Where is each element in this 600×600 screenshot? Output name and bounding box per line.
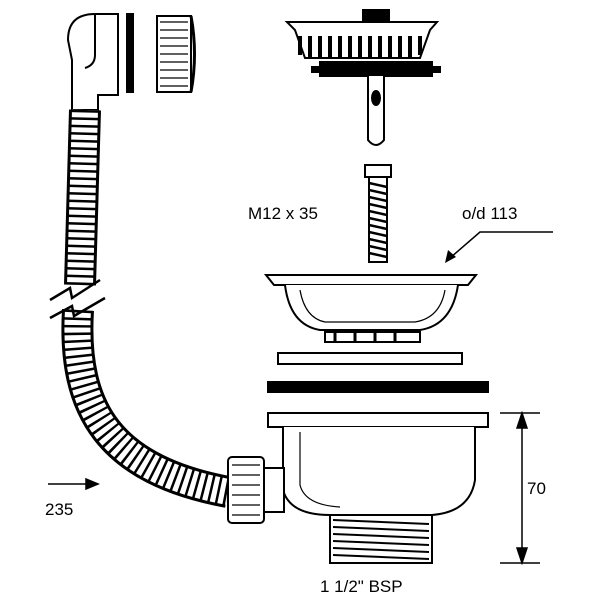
fibre-washer: [277, 352, 463, 365]
bolt: [364, 164, 392, 263]
length-arrow: [48, 477, 100, 491]
corrugated-hose: [49, 109, 231, 508]
height-dimension: [500, 410, 540, 566]
strainer-basket: [284, 9, 441, 146]
elbow-nut: [156, 15, 196, 93]
height-label: 70: [527, 479, 546, 498]
hose-elbow: [66, 13, 119, 111]
outer-diameter-label: o/d 113: [462, 204, 518, 223]
rubber-washer: [267, 381, 489, 393]
bolt-size-label: M12 x 35: [248, 204, 318, 223]
od-leader-arrow: [449, 231, 553, 259]
sink-bowl-flange: [263, 274, 479, 343]
waste-body: [227, 412, 489, 564]
elbow-washer: [126, 13, 134, 93]
thread-size-label: 1 1/2" BSP: [320, 577, 403, 596]
hose-length-label: 235: [45, 500, 74, 519]
